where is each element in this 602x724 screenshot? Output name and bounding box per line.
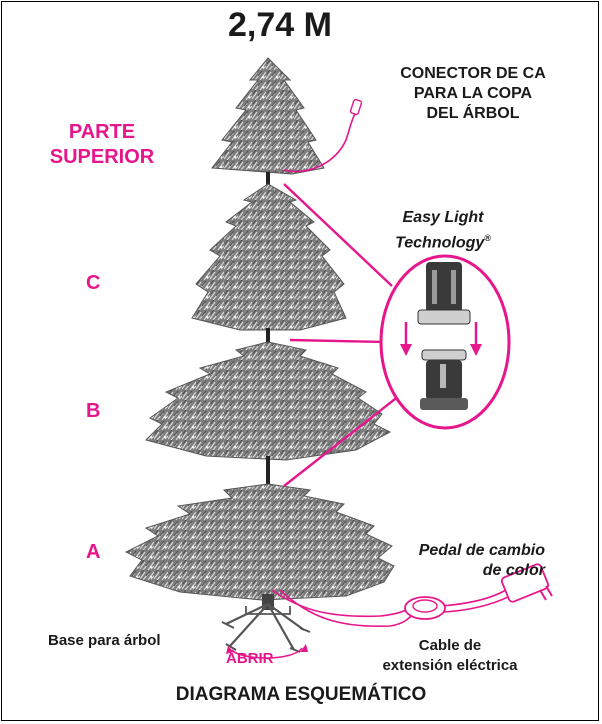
extension-cable <box>271 589 511 628</box>
top-section-line-2: SUPERIOR <box>49 146 155 168</box>
ac-connector-label: CONECTOR DE CA PARA LA COPA DEL ÁRBOL <box>368 64 578 124</box>
open-label: ABRIR <box>226 650 274 667</box>
power-plug <box>500 563 553 603</box>
tree-height-title: 2,74 M <box>228 6 332 44</box>
tree-stand <box>221 594 311 659</box>
easy-light-line-2-wrap: Technology® <box>368 228 518 253</box>
connector-detail-callout <box>379 254 511 430</box>
easy-light-label: Easy Light Technology® <box>368 208 518 253</box>
easy-light-line-1: Easy Light <box>402 209 484 226</box>
registered-mark: ® <box>484 233 491 243</box>
cable-line-1: Cable de <box>418 637 482 654</box>
easy-light-line-2: Technology <box>395 234 485 252</box>
top-section-label: PARTE SUPERIOR <box>32 120 172 170</box>
tree-section-c <box>191 183 347 344</box>
tree-section-b <box>145 341 392 484</box>
ac-connector-wire <box>283 98 363 173</box>
top-section-line-1: PARTE <box>68 121 136 143</box>
tree-top-section <box>211 57 325 186</box>
extension-cable-label: Cable de extensión eléctrica <box>360 636 540 676</box>
tree-stand-label: Base para árbol <box>48 632 161 649</box>
section-a-label: A <box>86 541 101 563</box>
connector-callout-lines <box>283 183 405 487</box>
foot-pedal <box>404 596 446 620</box>
left-arrow-icon <box>400 322 412 356</box>
pedal-line-1: Pedal de cambio <box>418 542 545 559</box>
section-c-label: C <box>86 272 101 294</box>
pedal-line-2: de color <box>482 562 545 579</box>
footer-title: DIAGRAMA ESQUEMÁTICO <box>175 684 427 705</box>
section-b-label: B <box>86 400 101 422</box>
cable-line-2: extensión eléctrica <box>382 657 518 674</box>
pedal-label: Pedal de cambio de color <box>385 541 545 581</box>
tree-section-a <box>124 483 395 602</box>
ac-connector-line-3: DEL ÁRBOL <box>426 105 520 122</box>
right-arrow-icon <box>470 322 482 356</box>
ac-connector-line-1: CONECTOR DE CA <box>400 65 546 82</box>
ac-connector-line-2: PARA LA COPA <box>413 85 533 102</box>
